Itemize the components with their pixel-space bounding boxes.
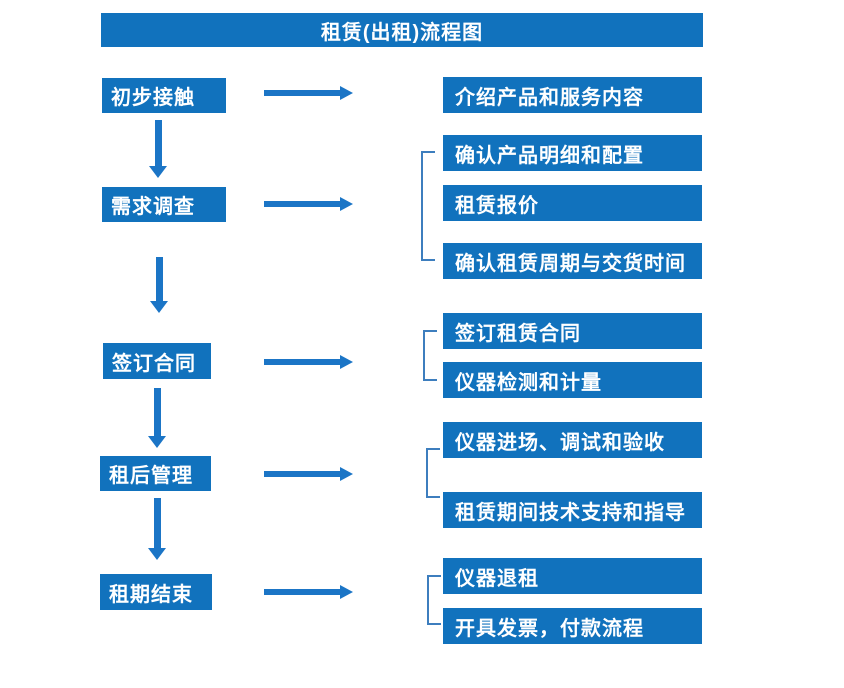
step-box-lease-end: 租期结束 bbox=[100, 574, 212, 610]
step-box-post-rental-management: 租后管理 bbox=[100, 456, 211, 491]
output-box-confirm-rental-period: 确认租赁周期与交货时间 bbox=[443, 243, 702, 279]
arrow-stem bbox=[156, 257, 163, 302]
output-box-confirm-product-details: 确认产品明细和配置 bbox=[443, 135, 702, 171]
arrow-head bbox=[340, 86, 353, 100]
arrow-stem bbox=[154, 498, 161, 549]
output-box-sign-rental-contract: 签订租赁合同 bbox=[443, 313, 702, 349]
arrow-right-icon bbox=[264, 467, 353, 481]
arrow-head bbox=[340, 355, 353, 369]
arrow-stem bbox=[264, 90, 341, 96]
arrow-right-icon bbox=[264, 86, 353, 100]
arrow-stem bbox=[264, 359, 341, 365]
arrow-head bbox=[148, 436, 166, 448]
arrow-head bbox=[340, 585, 353, 599]
output-box-introduce-products: 介绍产品和服务内容 bbox=[443, 77, 702, 113]
output-box-technical-support: 租赁期间技术支持和指导 bbox=[443, 492, 702, 528]
arrow-stem bbox=[264, 201, 341, 207]
arrow-right-icon bbox=[264, 585, 353, 599]
output-box-instrument-return: 仪器退租 bbox=[443, 558, 702, 594]
flowchart-title: 租赁(出租)流程图 bbox=[101, 13, 703, 47]
arrow-head bbox=[340, 197, 353, 211]
group-bracket-demand-survey-outputs bbox=[421, 151, 435, 261]
output-box-instrument-setup: 仪器进场、调试和验收 bbox=[443, 422, 702, 458]
arrow-stem bbox=[264, 471, 341, 477]
arrow-down-icon bbox=[150, 257, 168, 313]
arrow-stem bbox=[155, 120, 162, 167]
arrow-head bbox=[150, 301, 168, 313]
arrow-head bbox=[148, 548, 166, 560]
arrow-right-icon bbox=[264, 355, 353, 369]
arrow-down-icon bbox=[148, 388, 166, 448]
group-bracket-lease-end-outputs bbox=[427, 575, 441, 625]
arrow-stem bbox=[154, 388, 161, 437]
arrow-head bbox=[149, 166, 167, 178]
arrow-head bbox=[340, 467, 353, 481]
arrow-right-icon bbox=[264, 197, 353, 211]
output-box-rental-quote: 租赁报价 bbox=[443, 185, 702, 221]
arrow-down-icon bbox=[148, 498, 166, 560]
group-bracket-post-rental-outputs bbox=[426, 448, 440, 498]
output-box-invoice-payment: 开具发票，付款流程 bbox=[443, 608, 702, 644]
step-box-initial-contact: 初步接触 bbox=[102, 78, 226, 113]
arrow-down-icon bbox=[149, 120, 167, 178]
group-bracket-sign-contract-outputs bbox=[423, 330, 437, 381]
arrow-stem bbox=[264, 589, 341, 595]
step-box-sign-contract: 签订合同 bbox=[103, 343, 211, 379]
output-box-instrument-testing: 仪器检测和计量 bbox=[443, 362, 702, 398]
step-box-demand-survey: 需求调查 bbox=[102, 187, 226, 222]
